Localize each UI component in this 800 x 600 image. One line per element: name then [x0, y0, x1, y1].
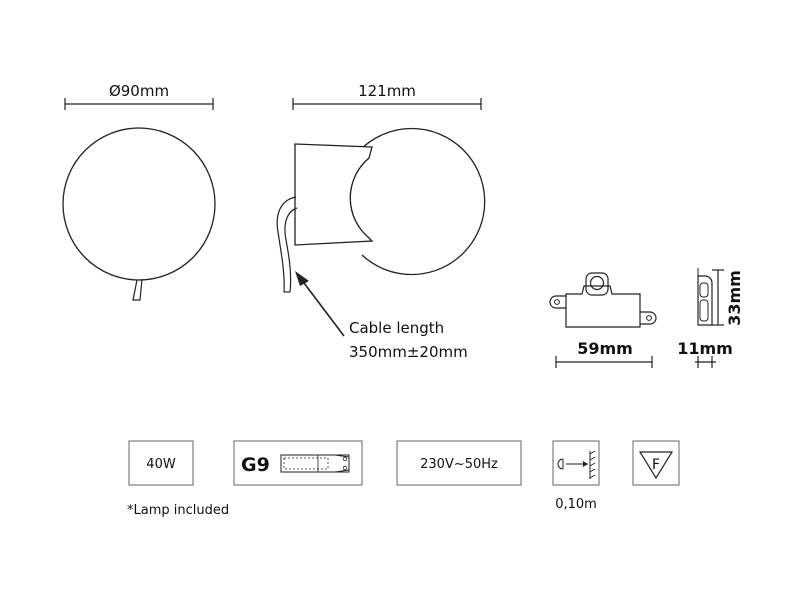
socket-label: G9	[241, 454, 270, 476]
mount-side-view: 33mm 11mm	[677, 268, 744, 368]
sphere-side-outline	[359, 127, 486, 276]
front-view: Ø90mm	[62, 82, 216, 301]
spec-f-mark: F	[632, 440, 680, 486]
side-cable-right	[284, 207, 298, 293]
holder-body	[294, 143, 374, 246]
mount-side-slot-bottom	[699, 299, 709, 322]
bulb-outline	[280, 454, 350, 473]
surface-hatch-4	[589, 468, 596, 473]
side-view: 121mm Cable length 350mm±20mm	[276, 82, 486, 361]
bulb-base	[334, 454, 350, 473]
distance-label: 0,10m	[555, 497, 597, 512]
mount-clip	[585, 272, 609, 296]
voltage-box	[396, 440, 522, 486]
front-cable	[132, 278, 143, 301]
socket-box	[233, 440, 363, 486]
distance-arrow	[583, 461, 588, 467]
lamp-head	[557, 458, 564, 470]
sphere-front-outline	[62, 127, 216, 281]
mount-side-body	[697, 275, 713, 326]
mount-screw-hole-left	[554, 299, 560, 305]
wattage-label: 40W	[146, 457, 176, 472]
cable-length-value: 350mm±20mm	[349, 343, 468, 361]
mount-side-slot-top	[699, 282, 709, 298]
voltage-label: 230V~50Hz	[420, 457, 498, 472]
cable-length-title: Cable length	[349, 319, 444, 337]
spec-socket: G9	[233, 440, 363, 486]
surface-hatch-5	[589, 474, 596, 479]
distance-to-surface-icon	[557, 450, 596, 479]
cable-arrow-head	[295, 271, 309, 286]
mount-ear-right	[640, 311, 657, 325]
mount-width-label: 59mm	[577, 339, 633, 358]
distance-box	[552, 440, 600, 486]
wattage-box	[128, 440, 194, 486]
length-label: 121mm	[358, 82, 416, 100]
spec-voltage: 230V~50Hz	[396, 440, 522, 486]
bulb-pin-bottom	[342, 465, 348, 471]
mount-screw-hole-right	[646, 315, 652, 321]
spec-distance: 0,10m	[552, 440, 600, 512]
diameter-label: Ø90mm	[109, 82, 169, 100]
f-mark-label: F	[652, 457, 660, 473]
mount-plate	[565, 285, 641, 328]
surface-hatch-3	[589, 462, 596, 467]
lamp-included-note: *Lamp included	[127, 503, 229, 518]
spec-wattage: 40W *Lamp included	[127, 440, 229, 518]
g9-bulb-icon	[280, 454, 350, 473]
mount-ear-left	[549, 295, 566, 309]
f-mark-box	[632, 440, 680, 486]
mount-front-view: 59mm	[549, 272, 657, 368]
cable-arrow-line	[300, 278, 345, 337]
surface-hatch-1	[589, 450, 596, 455]
side-cable-left	[276, 196, 297, 293]
mount-depth-label: 11mm	[677, 339, 733, 358]
bulb-filament	[283, 457, 329, 470]
mount-clip-hole	[589, 275, 605, 291]
surface-hatch-2	[589, 456, 596, 461]
f-mark-triangle	[638, 451, 674, 480]
bulb-pin-top	[342, 456, 348, 462]
mount-height-label: 33mm	[725, 270, 744, 326]
